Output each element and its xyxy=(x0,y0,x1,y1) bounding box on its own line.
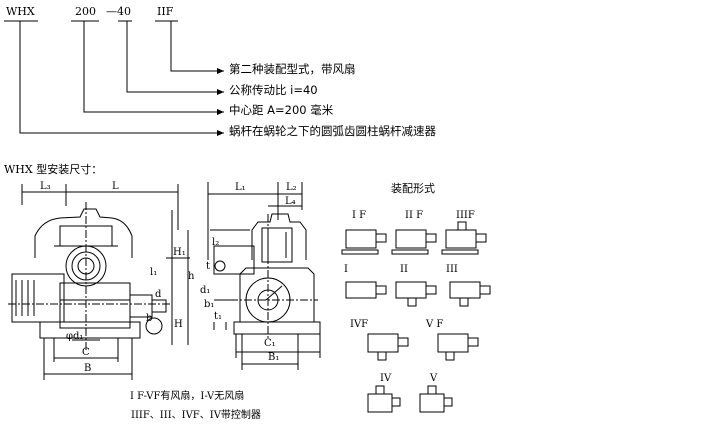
side-view xyxy=(8,184,190,380)
dim-L2: L₂ xyxy=(286,182,297,193)
section-title: WHX 型安装尺寸： xyxy=(4,163,103,176)
code-series: WHX xyxy=(6,5,35,18)
code-center-distance: 200 xyxy=(75,5,96,18)
dim-L1: L₁ xyxy=(235,182,246,193)
forms-title: 装配形式 xyxy=(391,182,435,195)
dim-H1: H₁ xyxy=(173,247,186,258)
dim-C1: C₁ xyxy=(264,338,276,349)
legend-assembly: 第二种装配型式，带风扇 xyxy=(229,62,356,76)
dim-B1: B₁ xyxy=(268,352,280,363)
legend-ratio: 公称传动比 i=40 xyxy=(229,83,318,97)
dim-C: C xyxy=(82,347,90,358)
legend-type: 蜗杆在蜗轮之下的圆弧齿圆柱蜗杆减速器 xyxy=(229,124,436,138)
code-ratio: —40 xyxy=(106,5,131,18)
dim-l1: l₁ xyxy=(150,267,158,278)
front-view xyxy=(207,182,321,370)
dim-H: H xyxy=(174,319,183,330)
form-label-II: II xyxy=(400,264,408,275)
assembly-forms xyxy=(341,221,491,413)
dim-t: t xyxy=(206,261,211,272)
form-label-IIF: II F xyxy=(405,210,424,221)
note-fans: I F-VF有风扇，I-V无风扇 xyxy=(130,391,245,402)
note-controllers: IIIF、III、IVF、IV带控制器 xyxy=(131,410,261,421)
legend-center: 中心距 A=200 毫米 xyxy=(229,103,334,117)
dim-L4: L₄ xyxy=(285,196,296,207)
form-label-IF: I F xyxy=(352,210,367,221)
dim-t1: t₁ xyxy=(214,311,223,322)
form-label-IV: IV xyxy=(380,373,392,384)
form-label-IIIF: IIIF xyxy=(456,210,475,221)
dim-L3: L₃ xyxy=(40,181,51,192)
dim-h: h xyxy=(188,271,195,282)
dim-d: d xyxy=(155,289,162,300)
dim-B: B xyxy=(84,363,92,374)
dim-b1: b₁ xyxy=(204,299,215,310)
dim-b: b xyxy=(146,313,153,324)
dim-d-phi: φd₁ xyxy=(66,331,84,342)
form-label-V: V xyxy=(430,373,438,384)
form-label-I: I xyxy=(344,264,348,275)
form-label-VF: V F xyxy=(426,319,444,330)
dim-l2: l₂ xyxy=(212,237,220,248)
code-assembly: IIF xyxy=(157,5,174,18)
dim-d1: d₁ xyxy=(200,285,211,296)
dim-L: L xyxy=(112,181,119,192)
form-label-III: III xyxy=(446,264,458,275)
form-label-IVF: IVF xyxy=(350,319,369,330)
